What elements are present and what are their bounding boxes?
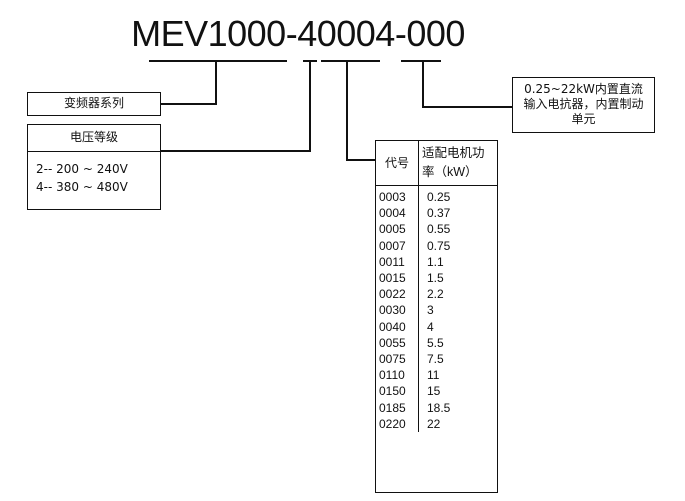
table-row: 0003 0.25 [376,185,497,206]
table-cell-power: 0.25 [427,190,451,204]
power-connector-vertical [346,61,348,160]
series-label: 变频器系列 [63,96,124,110]
table-cell-code: 0015 [376,270,419,287]
table-row: 0007 0.75 [376,237,497,254]
table-cell-power: 7.5 [427,352,444,367]
table-cell-code: 0185 [376,399,419,416]
table-row: 0030 3 [376,302,497,319]
table-cell-power: 0.75 [427,238,451,253]
table-row: 0055 5.5 [376,334,497,352]
voltage-row: 4-- 380 ~ 480V [36,180,128,194]
table-cell-code: 0110 [376,367,419,384]
table-row: 0005 0.55 [376,221,497,238]
voltage-connector-vertical [309,61,311,151]
table-row: 0075 7.5 [376,351,497,368]
table-cell-code: 0003 [376,185,419,206]
table-cell-power: 1.5 [427,271,444,286]
series-underline [149,60,287,62]
model-number: MEV1000-40004-000 [0,14,596,54]
table-cell-power: 2.2 [427,287,444,302]
table-cell-code: 0005 [376,221,419,238]
table-row: 0150 15 [376,383,497,400]
model-voltage-part: 4 [297,13,317,54]
table-row: 0004 0.37 [376,205,497,222]
table-cell-power: 5.5 [427,335,444,350]
option-connector-vertical [422,61,424,107]
option-underline [401,60,441,62]
table-cell-code: 0011 [376,253,419,271]
option-description-box: 0.25~22kW内置直流输入电抗器，内置制动单元 [512,77,655,133]
table-cell-code: 0022 [376,286,419,303]
table-cell-code: 0040 [376,318,419,335]
table-row: 0022 2.2 [376,286,497,303]
table-cell-code: 0075 [376,351,419,368]
series-connector-vertical [215,61,217,104]
table-row: 0015 1.5 [376,270,497,287]
series-connector-horizontal [160,103,217,105]
table-cell-power: 11 [427,368,440,383]
table-row: 0185 18.5 [376,399,497,416]
table-header-code: 代号 [376,141,419,186]
model-power-part: 0004 [316,13,396,54]
option-connector-horizontal [422,106,513,108]
model-separator-1: - [285,13,298,54]
table-cell-power: 4 [427,319,434,334]
table-cell-code: 0030 [376,302,419,319]
table-cell-power: 18.5 [427,400,451,415]
table-cell-code: 0007 [376,237,419,254]
table-row: 0040 4 [376,318,497,335]
voltage-row: 2-- 200 ~ 240V [36,162,128,176]
series-box: 变频器系列 [27,92,161,116]
table-cell-power: 15 [427,384,441,399]
table-cell-code: 0055 [376,334,419,352]
table-cell-code: 0004 [376,205,419,222]
model-separator-2: - [394,13,407,54]
voltage-title: 电压等级 [28,125,160,152]
voltage-connector-horizontal [160,150,311,152]
model-series-part: MEV1000 [131,13,286,54]
table-row: 0220 22 [376,415,497,433]
voltage-box: 电压等级 2-- 200 ~ 240V 4-- 380 ~ 480V [27,124,161,210]
table-cell-power: 0.37 [427,206,451,221]
table-row: 0011 1.1 [376,253,497,271]
power-connector-horizontal [346,159,375,161]
table-cell-power: 3 [427,303,434,318]
model-option-part: 000 [406,13,465,54]
power-underline [321,60,380,62]
option-description-text: 0.25~22kW内置直流输入电抗器，内置制动单元 [523,82,644,126]
table-cell-code: 0150 [376,383,419,400]
table-header-power: 适配电机功率（kW） [418,141,497,186]
table-cell-power: 22 [427,416,441,431]
table-cell-code: 0220 [376,415,419,433]
table-row: 0110 11 [376,367,497,384]
table-cell-power: 1.1 [427,254,444,269]
table-cell-power: 0.55 [427,222,451,237]
